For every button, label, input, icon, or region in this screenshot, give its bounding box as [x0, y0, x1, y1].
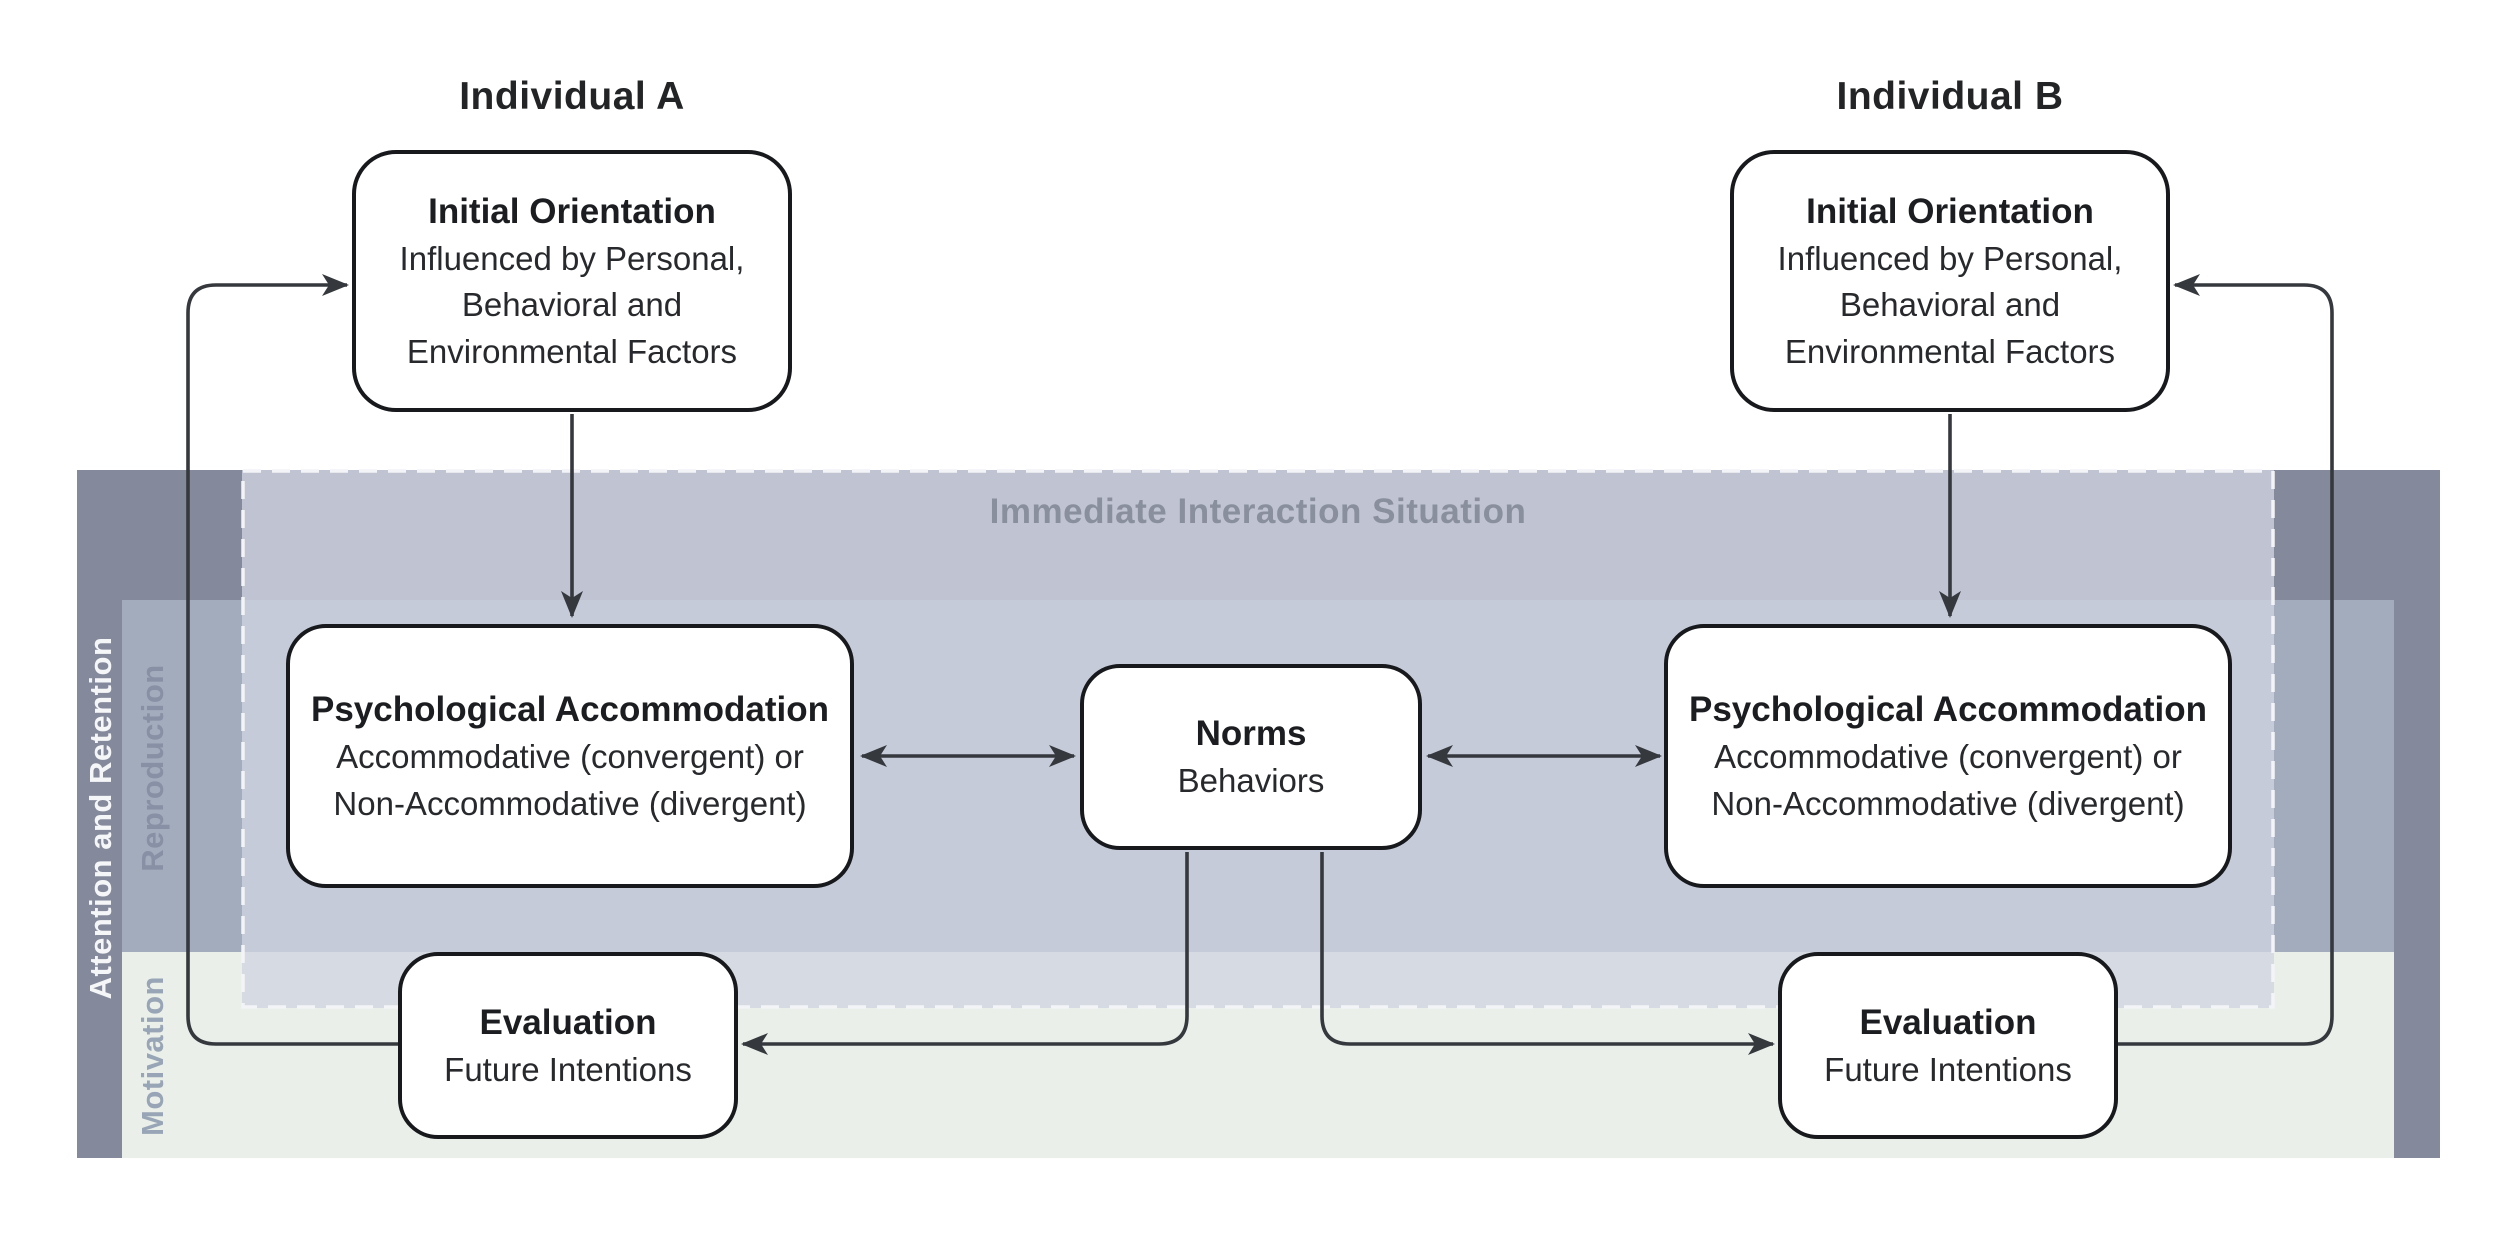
norms-box: Norms Behaviors [1080, 664, 1422, 850]
psychological-accommodation-b-box: Psychological Accommodation Accommodativ… [1664, 624, 2232, 888]
initial-orientation-a-box: Initial Orientation Influenced by Person… [352, 150, 792, 412]
psychological-accommodation-a-title: Psychological Accommodation [311, 690, 829, 730]
individual-a-header: Individual A [459, 75, 685, 118]
psychological-accommodation-b-line: Accommodative (convergent) or [1714, 738, 2182, 776]
initial-orientation-a-title: Initial Orientation [428, 192, 716, 232]
evaluation-a-line: Future Intentions [444, 1050, 692, 1088]
initial-orientation-b-box: Initial Orientation Influenced by Person… [1730, 150, 2170, 412]
individual-b-header: Individual B [1836, 75, 2064, 118]
evaluation-b-line: Future Intentions [1824, 1050, 2072, 1088]
psychological-accommodation-a-line: Accommodative (convergent) or [336, 738, 804, 776]
attention-retention-label: Attention and Retention [83, 636, 118, 1000]
initial-orientation-b-line: Behavioral and [1839, 286, 2061, 324]
initial-orientation-a-line: Behavioral and [461, 286, 683, 324]
initial-orientation-b-line: Influenced by Personal, [1777, 240, 2123, 278]
psychological-accommodation-a-box: Psychological Accommodation Accommodativ… [286, 624, 854, 888]
norms-title: Norms [1195, 714, 1307, 754]
motivation-label: Motivation [135, 976, 170, 1136]
psychological-accommodation-b-line: Non-Accommodative (divergent) [1711, 784, 2185, 822]
psychological-accommodation-a-line: Non-Accommodative (divergent) [333, 784, 807, 822]
norms-line: Behaviors [1177, 762, 1325, 800]
initial-orientation-b-line: Environmental Factors [1784, 332, 2116, 370]
evaluation-b-box: Evaluation Future Intentions [1778, 952, 2118, 1139]
initial-orientation-a-line: Influenced by Personal, [399, 240, 745, 278]
evaluation-b-title: Evaluation [1859, 1002, 2037, 1042]
immediate-interaction-title: Immediate Interaction Situation [989, 492, 1527, 531]
evaluation-a-title: Evaluation [479, 1002, 657, 1042]
initial-orientation-a-line: Environmental Factors [406, 332, 738, 370]
psychological-accommodation-b-title: Psychological Accommodation [1689, 690, 2207, 730]
evaluation-a-box: Evaluation Future Intentions [398, 952, 738, 1139]
reproduction-label: Reproduction [135, 664, 170, 872]
initial-orientation-b-title: Initial Orientation [1806, 192, 2094, 232]
